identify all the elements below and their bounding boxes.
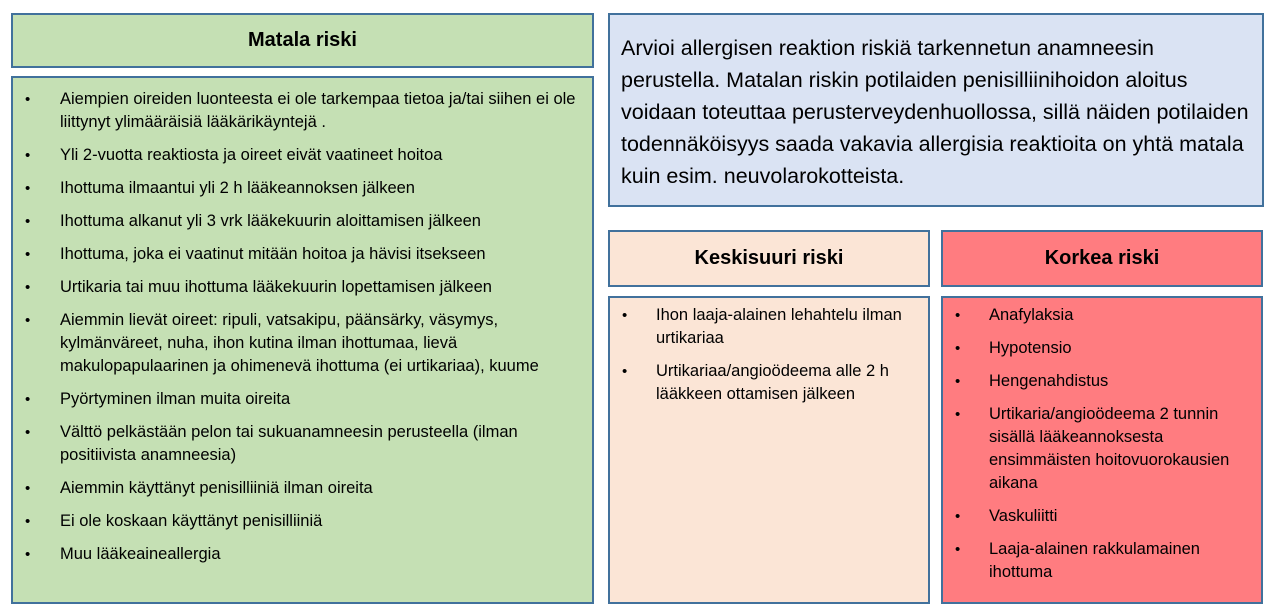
medium-risk-header: Keskisuuri riski: [608, 230, 930, 287]
low-risk-item: Muu lääkeaineallergia: [13, 543, 582, 566]
high-risk-item: Hypotensio: [943, 337, 1251, 360]
medium-risk-panel: Ihon laaja-alainen lehahtelu ilman urtik…: [608, 296, 930, 604]
low-risk-item: Ei ole koskaan käyttänyt penisilliiniä: [13, 510, 582, 533]
guidance-note: Arvioi allergisen reaktion riskiä tarken…: [608, 13, 1264, 207]
high-risk-header: Korkea riski: [941, 230, 1263, 287]
high-risk-item: Vaskuliitti: [943, 505, 1251, 528]
medium-risk-item: Ihon laaja-alainen lehahtelu ilman urtik…: [610, 304, 918, 350]
low-risk-panel: Aiempien oireiden luonteesta ei ole tark…: [11, 76, 594, 604]
low-risk-item: Ihottuma ilmaantui yli 2 h lääkeannoksen…: [13, 177, 582, 200]
guidance-note-text: Arvioi allergisen reaktion riskiä tarken…: [621, 36, 1249, 188]
low-risk-item: Aiemmin lievät oireet: ripuli, vatsakipu…: [13, 309, 582, 378]
medium-risk-list: Ihon laaja-alainen lehahtelu ilman urtik…: [610, 304, 918, 406]
medium-risk-title: Keskisuuri riski: [694, 247, 844, 269]
high-risk-item: Laaja-alainen rakkulamainen ihottuma: [943, 538, 1251, 584]
high-risk-item: Hengenahdistus: [943, 370, 1251, 393]
low-risk-item: Aiempien oireiden luonteesta ei ole tark…: [13, 88, 582, 134]
low-risk-item: Aiemmin käyttänyt penisilliiniä ilman oi…: [13, 477, 582, 500]
low-risk-item: Välttö pelkästään pelon tai sukuanamnees…: [13, 421, 582, 467]
low-risk-item: Yli 2-vuotta reaktiosta ja oireet eivät …: [13, 144, 582, 167]
high-risk-item: Urtikaria/angioödeema 2 tunnin sisällä l…: [943, 403, 1251, 495]
high-risk-list: Anafylaksia Hypotensio Hengenahdistus Ur…: [943, 304, 1251, 584]
medium-risk-item: Urtikariaa/angioödeema alle 2 h lääkkeen…: [610, 360, 918, 406]
low-risk-item: Urtikaria tai muu ihottuma lääkekuurin l…: [13, 276, 582, 299]
low-risk-item: Pyörtyminen ilman muita oireita: [13, 388, 582, 411]
high-risk-title: Korkea riski: [1044, 247, 1160, 269]
low-risk-item: Ihottuma, joka ei vaatinut mitään hoitoa…: [13, 243, 582, 266]
low-risk-title: Matala riski: [248, 29, 357, 51]
low-risk-item: Ihottuma alkanut yli 3 vrk lääkekuurin a…: [13, 210, 582, 233]
high-risk-item: Anafylaksia: [943, 304, 1251, 327]
low-risk-header: Matala riski: [11, 13, 594, 68]
high-risk-panel: Anafylaksia Hypotensio Hengenahdistus Ur…: [941, 296, 1263, 604]
low-risk-list: Aiempien oireiden luonteesta ei ole tark…: [13, 88, 582, 566]
